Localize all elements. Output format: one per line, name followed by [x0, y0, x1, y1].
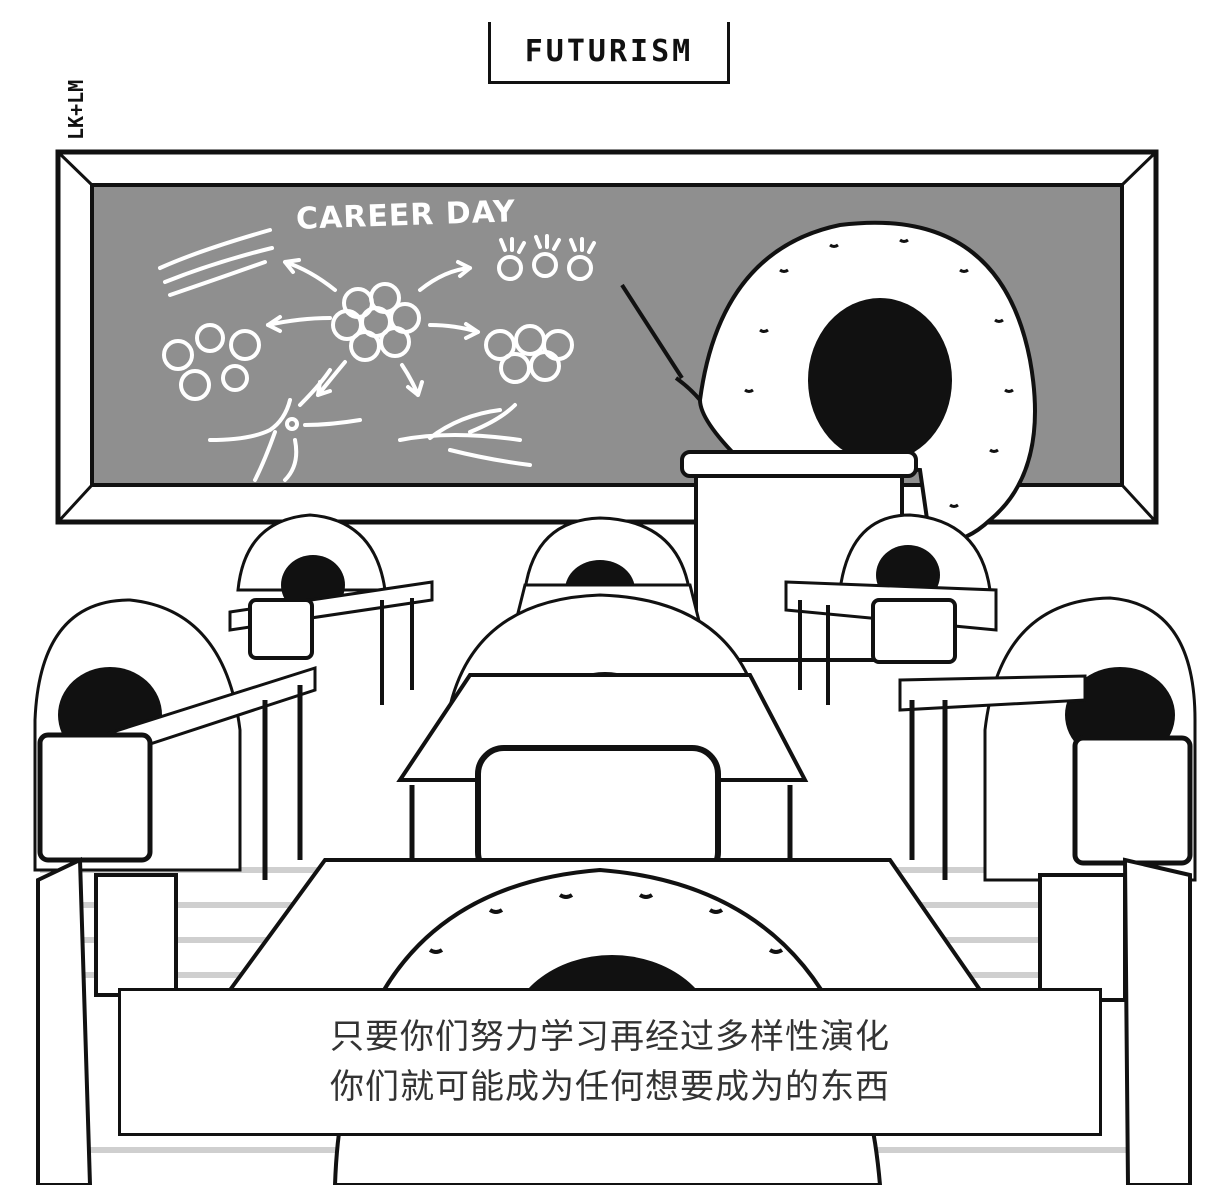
chalk-drawings: [158, 228, 596, 482]
chalk-arrow: [283, 258, 337, 292]
caption-box: 只要你们努力学习再经过多样性演化 你们就可能成为任何想要成为的东西: [118, 988, 1102, 1136]
muscle-fibers: [158, 228, 274, 297]
comic-title-box: FUTURISM: [488, 22, 730, 84]
caption-line-2: 你们就可能成为任何想要成为的东西: [330, 1067, 890, 1107]
neuron: [208, 368, 362, 482]
sperm-cells: [497, 234, 596, 281]
back-row: [228, 513, 998, 705]
branch-fibers: [398, 403, 532, 467]
blood-cells: [162, 323, 261, 401]
comic-title: FUTURISM: [524, 34, 694, 69]
middle-row: [33, 593, 1197, 882]
chalk-arrow: [418, 260, 472, 292]
chalk-arrow: [266, 315, 332, 333]
pointer-stick: [620, 283, 684, 380]
artist-signature: LK+LM: [64, 79, 88, 140]
caption-line-1: 只要你们努力学习再经过多样性演化: [330, 1017, 890, 1057]
chalk-arrow: [400, 363, 424, 397]
fat-cells: [484, 324, 574, 384]
stem-cell-cluster: [331, 282, 421, 362]
chalk-arrow: [428, 322, 480, 340]
